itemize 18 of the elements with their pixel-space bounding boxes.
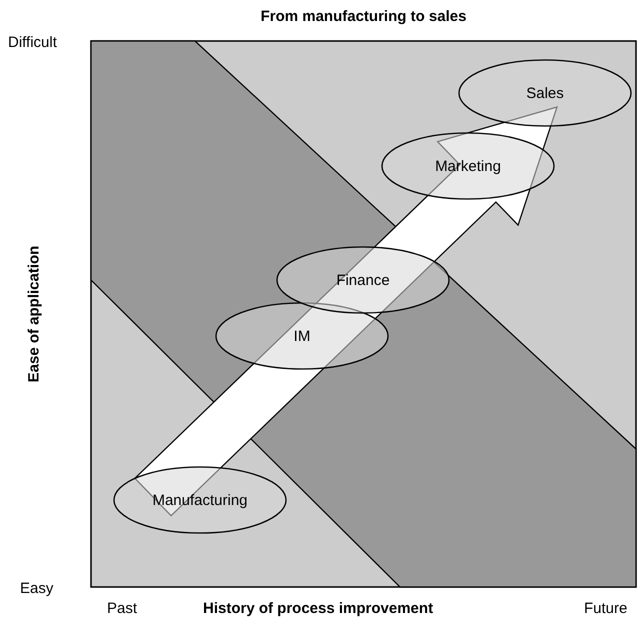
axis-text: Easy [20,580,54,597]
ellipse-node [215,302,389,370]
block-arrow [134,106,558,517]
node-label: Manufacturing [152,492,248,508]
axis-text: Future [584,600,628,617]
axis-label: Ease of application [26,246,42,382]
ellipse-node [113,466,287,534]
node-label: IM [294,328,310,344]
axis-text: History of process improvement [203,600,434,617]
diagram-title: From manufacturing to sales [260,8,468,25]
axis-text: Past [107,600,138,617]
node-label: Finance [336,272,390,288]
ellipse-node [381,132,555,200]
axis-text: Difficult [8,34,57,51]
ellipse-node [458,59,632,127]
node-label: Marketing [435,158,501,174]
node-label: Sales [526,84,564,102]
ellipse-node [276,246,450,314]
